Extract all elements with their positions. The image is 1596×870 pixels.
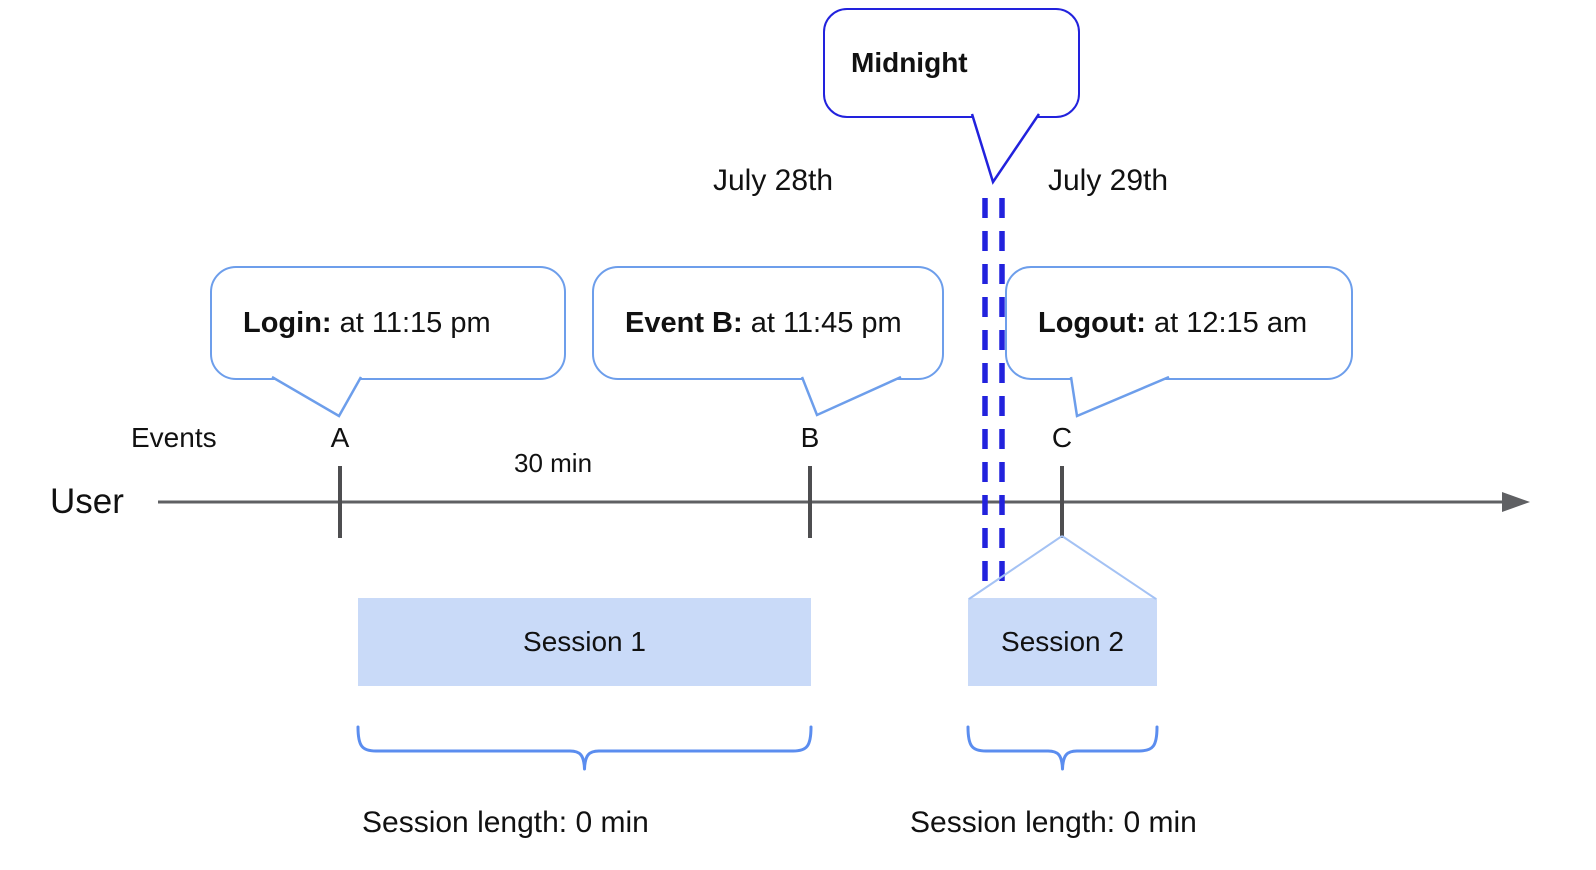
session-1-label: Session 1 [523, 626, 646, 657]
session-2-brace [966, 725, 1159, 771]
event-b-callout-label: Event B: [625, 306, 743, 339]
timeline-arrowhead-icon [1502, 492, 1530, 512]
event-b-callout-time: at 11:45 pm [742, 306, 902, 339]
login-callout-tail-outline [271, 375, 363, 418]
interval-label-30min: 30 min [514, 448, 593, 478]
event-b-callout-tail-outline [800, 375, 902, 417]
session-2-length-label: Session length: 0 min [910, 806, 1197, 839]
midnight-callout-label: Midnight [851, 47, 968, 78]
login-callout: Login: at 11:15 pm [210, 266, 566, 380]
login-callout-time: at 11:15 pm [331, 306, 491, 339]
event-b-callout: Event B: at 11:45 pm [592, 266, 944, 380]
logout-callout-tail [1071, 376, 1169, 416]
session-2-expansion-lines [968, 535, 1157, 600]
session-2-box: Session 2 [968, 598, 1157, 686]
event-marker-c: C [1051, 422, 1073, 453]
session-2-label: Session 2 [1001, 626, 1124, 657]
date-label-july-28: July 28th [713, 164, 834, 197]
logout-callout-time: at 12:15 am [1145, 306, 1308, 339]
logout-callout-tail-outline [1069, 375, 1170, 418]
events-row-label: Events [131, 422, 217, 453]
date-label-july-29: July 29th [1048, 164, 1169, 197]
session-1-length-label: Session length: 0 min [362, 806, 649, 839]
login-callout-label: Login: [243, 306, 332, 339]
login-callout-tail [272, 376, 361, 416]
session-1-brace [356, 725, 813, 771]
event-b-callout-tail [802, 376, 901, 415]
event-marker-b: B [800, 422, 820, 453]
midnight-callout: Midnight [823, 8, 1080, 118]
user-axis-label: User [50, 482, 124, 521]
session-1-box: Session 1 [358, 598, 811, 686]
logout-callout-label: Logout: [1038, 306, 1146, 339]
midnight-callout-tail [972, 113, 1039, 182]
event-marker-a: A [330, 422, 350, 453]
midnight-callout-tail-outline [970, 113, 1041, 185]
logout-callout: Logout: at 12:15 am [1005, 266, 1353, 380]
